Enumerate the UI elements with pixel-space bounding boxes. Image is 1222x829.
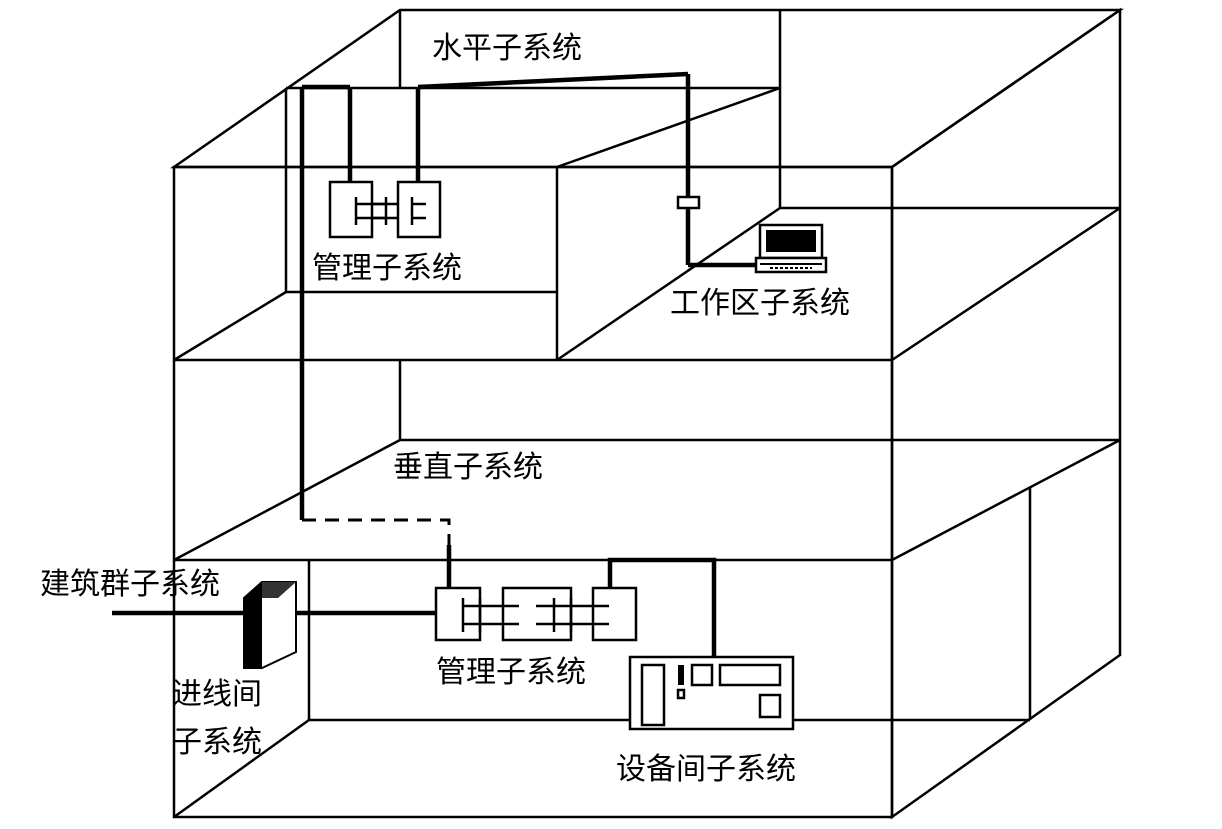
equipment-room-device <box>628 655 795 731</box>
cabling <box>112 71 758 657</box>
computer-icon <box>754 223 828 274</box>
label-equipment-room-subsystem: 设备间子系统 <box>616 752 796 787</box>
bottom-floor-interior <box>173 487 1032 819</box>
label-vertical-subsystem: 垂直子系统 <box>393 450 543 485</box>
label-management-subsystem-top: 管理子系统 <box>312 251 462 286</box>
building-structure <box>170 7 1125 820</box>
information-outlet <box>676 195 701 210</box>
label-entrance-room-line1: 进线间 <box>172 677 262 712</box>
top-floor-interior <box>173 10 1120 362</box>
management-panels-top <box>328 180 442 239</box>
management-panels-bottom <box>434 586 638 642</box>
label-management-subsystem-bottom: 管理子系统 <box>436 655 586 690</box>
label-building-group-subsystem: 建筑群子系统 <box>40 567 220 602</box>
middle-floor-interior <box>173 360 1120 562</box>
label-entrance-room-line2: 子系统 <box>172 725 262 760</box>
label-horizontal-subsystem: 水平子系统 <box>432 31 582 66</box>
entrance-device <box>243 581 297 669</box>
label-work-area-subsystem: 工作区子系统 <box>670 286 850 321</box>
